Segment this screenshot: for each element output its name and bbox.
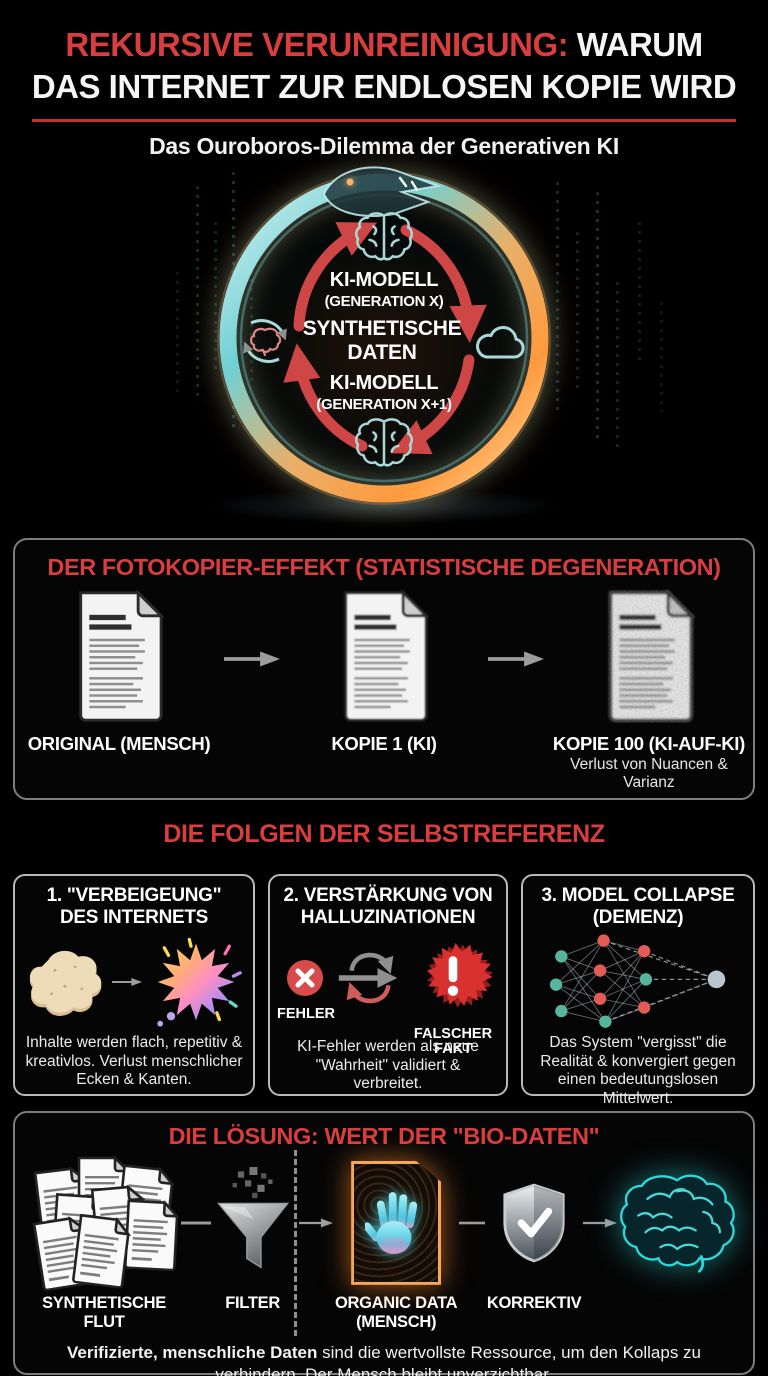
flow-connector xyxy=(180,1152,211,1294)
document-icon xyxy=(599,589,699,723)
arrow-right-icon xyxy=(223,647,280,671)
copy1-document: KOPIE 1 (KI) xyxy=(280,589,488,756)
photocopy-flow: ORIGINAL (MENSCH) KOPIE 1 (KI) KOPIE 100… xyxy=(15,589,753,792)
error-icon xyxy=(287,959,323,996)
photocopy-panel: DER FOTOKOPIER-EFFEKT (STATISTISCHE DEGE… xyxy=(13,537,755,800)
card-text: Inhalte werden flach, repetitiv & kreati… xyxy=(25,1033,243,1089)
matrix-stream xyxy=(660,301,663,412)
funnel-icon xyxy=(216,1166,289,1269)
cycle-arrows xyxy=(283,221,487,454)
matrix-stream xyxy=(250,251,253,382)
human-brain-step xyxy=(619,1152,739,1294)
flow-connector xyxy=(583,1152,618,1294)
brain-icon xyxy=(353,416,415,470)
title-divider xyxy=(32,118,736,122)
header: REKURSIVE VERUNREINIGUNG: WARUM DAS INTER… xyxy=(0,0,768,160)
document-icon xyxy=(334,589,434,723)
title-white-part: WARUM xyxy=(568,26,703,63)
snake-head-icon xyxy=(322,166,442,217)
gen-x1-sublabel: (GENERATION X+1) xyxy=(316,395,452,413)
shield-check-icon xyxy=(503,1183,565,1263)
feedback-loop-icon xyxy=(338,952,398,1003)
solution-panel: DIE LÖSUNG: WERT DER "BIO-DATEN" xyxy=(13,1110,755,1376)
matrix-stream xyxy=(556,181,559,412)
card-title: 2. VERSTÄRKUNG VON HALLUZINATIONEN xyxy=(283,884,493,929)
consequence-cards: 1. "VERBEIGEUNG" DES INTERNETS xyxy=(13,873,755,1107)
card-text: Das System "vergisst" die Realität & kon… xyxy=(540,1033,736,1108)
false-fact-step: FALSCHER FAKT xyxy=(407,934,499,1057)
organic-label: ORGANIC DATA(MENSCH) xyxy=(334,1293,458,1331)
solution-footnote: Verifizierte, menschliche Daten sind die… xyxy=(66,1342,702,1376)
ouroboros-hero: KI-MODELL (GENERATION X) SYNTHETISCHE DA… xyxy=(0,141,768,562)
matrix-stream xyxy=(596,191,599,442)
gen-x1-label: KI-MODELL xyxy=(329,371,439,394)
page-subtitle: Das Ouroboros-Dilemma der Generativen KI xyxy=(149,132,619,159)
arrow-right-icon xyxy=(583,1218,618,1228)
matrix-stream xyxy=(616,281,619,452)
flow-connector xyxy=(299,1152,334,1294)
card-text: KI-Fehler werden als neue "Wahrheit" val… xyxy=(297,1037,479,1093)
document-stack-icon xyxy=(32,1156,179,1292)
corrective-label: KORREKTIV xyxy=(486,1293,582,1312)
matrix-stream xyxy=(214,221,217,372)
organic-data-card xyxy=(351,1160,442,1285)
filter-label: FILTER xyxy=(225,1293,280,1312)
original-document: ORIGINAL (MENSCH) xyxy=(15,589,223,756)
arrow-right-icon xyxy=(299,1218,334,1228)
matrix-stream xyxy=(576,231,579,392)
consequences-header: DIE FOLGEN DER SELBSTREFERENZ xyxy=(163,819,605,848)
photocopy-header: DER FOTOKOPIER-EFFEKT (STATISTISCHE DEGE… xyxy=(47,553,721,580)
line-icon xyxy=(180,1221,211,1225)
title-red-part: REKURSIVE VERUNREINIGUNG: xyxy=(65,26,569,63)
card-title: 3. MODEL COLLAPSE (DEMENZ) xyxy=(541,884,735,929)
page-title: REKURSIVE VERUNREINIGUNG: WARUM DAS INTER… xyxy=(14,24,754,108)
error-step: FEHLER xyxy=(277,934,335,1022)
solution-header: DIE LÖSUNG: WERT DER "BIO-DATEN" xyxy=(168,1122,600,1149)
glowing-brain-icon xyxy=(619,1174,735,1273)
synthetic-data-label: SYNTHETISCHE DATEN xyxy=(302,316,462,364)
matrix-stream xyxy=(638,221,641,362)
refresh-brain-icon xyxy=(243,318,287,363)
title-line2: DAS INTERNET ZUR ENDLOSEN KOPIE WIRD xyxy=(31,67,737,105)
document-icon xyxy=(69,589,169,723)
card-model-collapse: 3. MODEL COLLAPSE (DEMENZ) xyxy=(521,873,755,1107)
gen-x-sublabel: (GENERATION X) xyxy=(324,292,444,310)
matrix-stream xyxy=(176,271,179,392)
cloud-icon xyxy=(476,325,525,359)
gen-x-label: KI-MODELL xyxy=(329,268,439,291)
false-fact-burst-icon xyxy=(426,942,493,1008)
creative-burst-icon xyxy=(157,937,242,1027)
collapsing-network-icon xyxy=(549,934,726,1028)
card-hallucinations: 2. VERSTÄRKUNG VON HALLUZINATIONEN FEHLE… xyxy=(268,873,508,1096)
brain-icon xyxy=(353,210,415,264)
cycle-diagram: KI-MODELL (GENERATION X) SYNTHETISCHE DA… xyxy=(234,210,534,475)
dashed-divider xyxy=(294,1149,298,1336)
card-title: 1. "VERBEIGEUNG" DES INTERNETS xyxy=(46,884,222,929)
organic-data-step: ORGANIC DATA(MENSCH) xyxy=(334,1152,458,1332)
corrective-step: KORREKTIV xyxy=(486,1152,582,1313)
arrow-right-icon xyxy=(112,977,142,986)
beige-blob-icon xyxy=(29,950,102,1016)
handprint-icon xyxy=(365,1191,418,1254)
filter-step: FILTER xyxy=(213,1152,293,1313)
line-icon xyxy=(459,1221,486,1225)
copy100-document: KOPIE 100 (KI-AUF-KI) Verlust von Nuance… xyxy=(545,589,753,792)
flow-connector xyxy=(459,1152,486,1294)
matrix-stream xyxy=(196,185,199,396)
arrow-right-icon xyxy=(488,647,545,671)
card-beige-internet: 1. "VERBEIGEUNG" DES INTERNETS xyxy=(13,873,255,1096)
